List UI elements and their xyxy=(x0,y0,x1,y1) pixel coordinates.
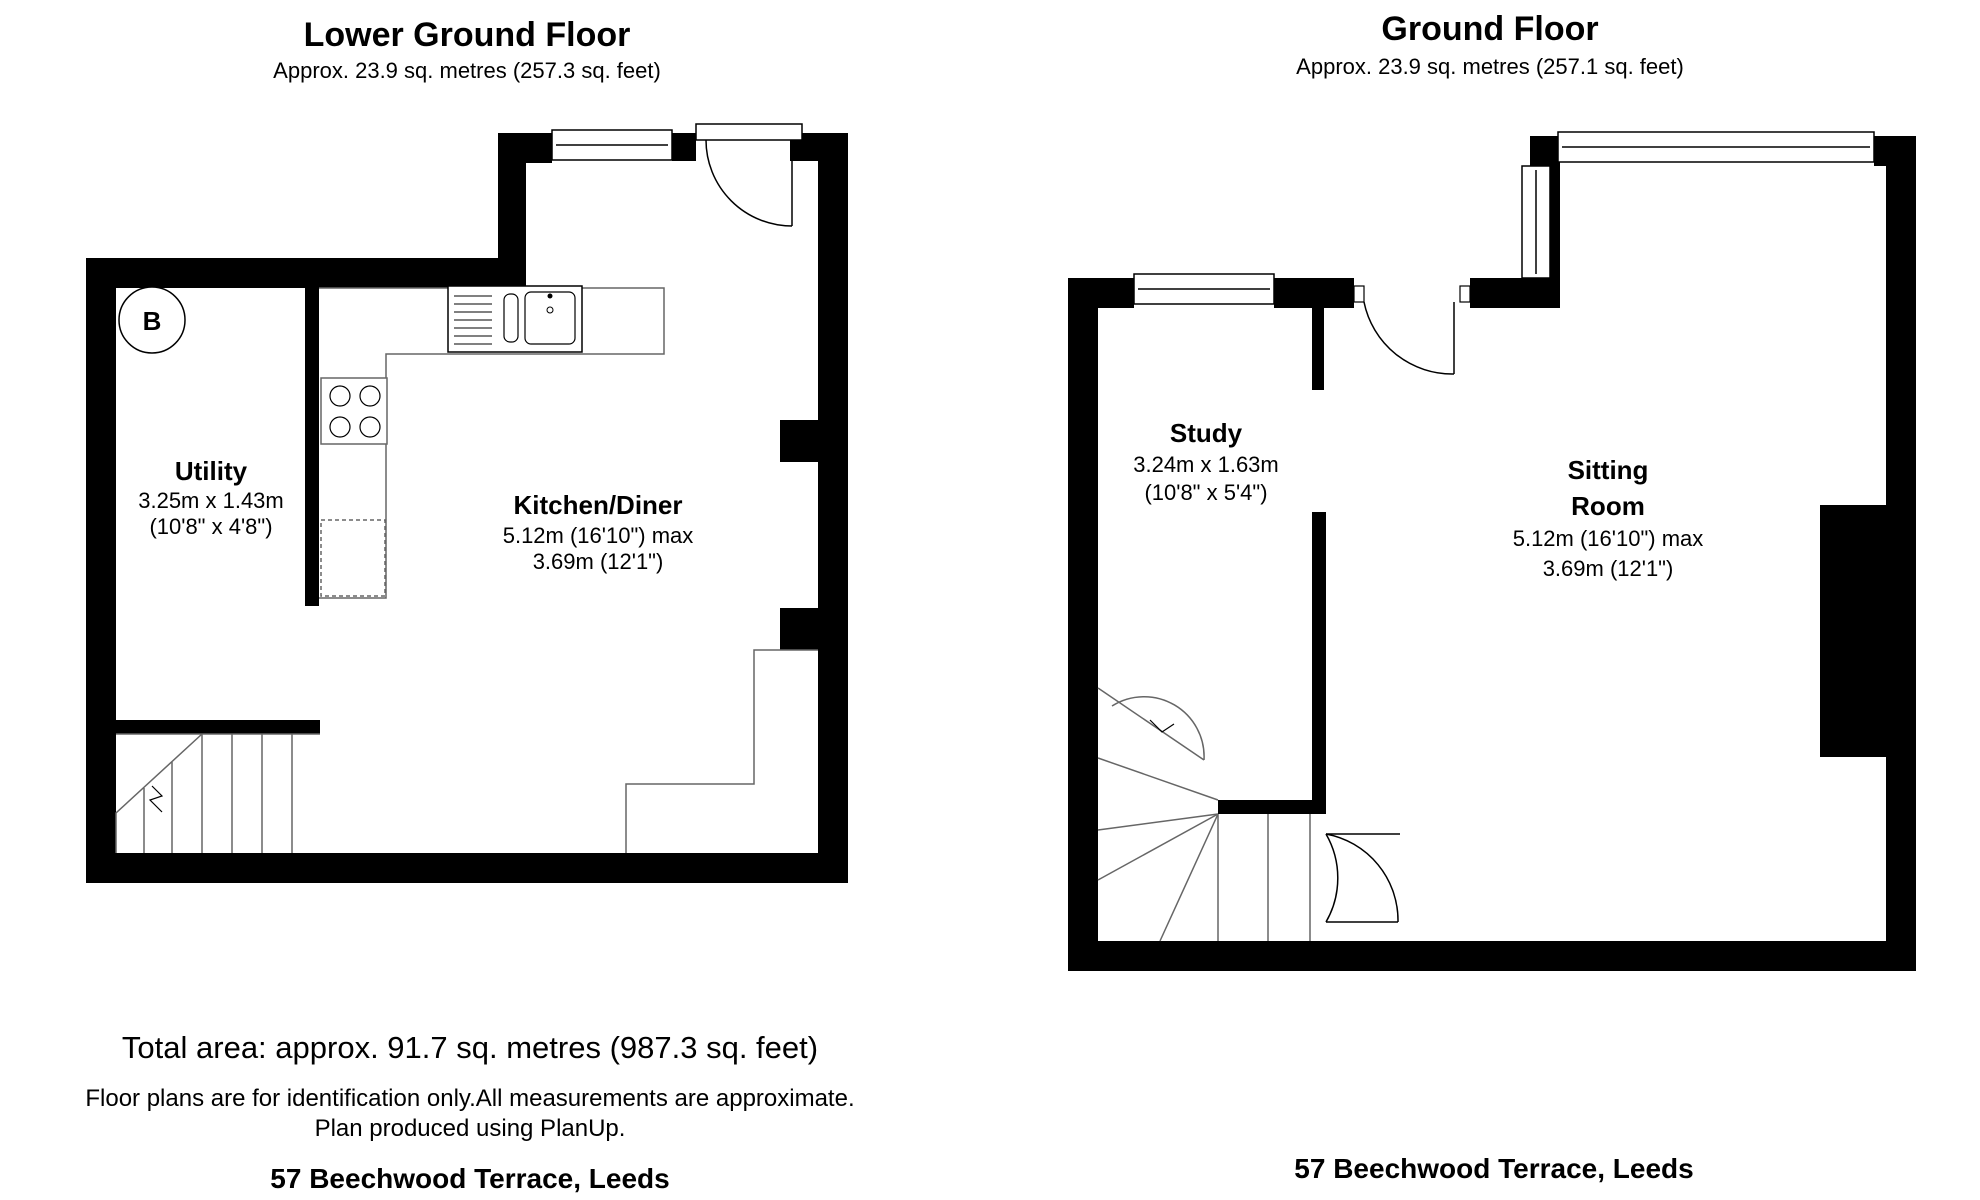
room-name: Kitchen/Diner xyxy=(513,490,682,520)
room-dimensions: 5.12m (16'10") max xyxy=(503,523,694,548)
credit: Plan produced using PlanUp. xyxy=(315,1115,626,1142)
kitchen-door-frame xyxy=(695,123,803,141)
room-dimensions: 5.12m (16'10") max xyxy=(1513,526,1704,551)
kitchen-worktop xyxy=(319,285,665,599)
boiler-symbol: B xyxy=(118,286,186,354)
ground-floor-title: Ground Floor xyxy=(1381,10,1598,48)
lower-ground-area: Approx. 23.9 sq. metres (257.3 sq. feet) xyxy=(273,58,661,83)
back-door xyxy=(705,139,793,227)
lower-ground-walls xyxy=(86,133,848,883)
room-dimensions: 3.24m x 1.63m xyxy=(1133,452,1279,477)
room-name: Utility xyxy=(175,456,248,486)
room-name-line2: Room xyxy=(1571,491,1645,521)
ground-floor-walls xyxy=(1068,136,1916,971)
corner-units xyxy=(625,649,818,853)
address-right: 57 Beechwood Terrace, Leeds xyxy=(1294,1153,1693,1184)
footer: Total area: approx. 91.7 sq. metres (987… xyxy=(85,1030,1693,1194)
ground-floor-plan: Ground Floor Approx. 23.9 sq. metres (25… xyxy=(1068,10,1916,971)
room-label-kitchen-diner: Kitchen/Diner 5.12m (16'10") max 3.69m (… xyxy=(503,490,694,574)
disclaimer: Floor plans are for identification only.… xyxy=(85,1085,854,1112)
room-dimensions-imperial: (10'8" x 5'4") xyxy=(1144,480,1267,505)
lower-ground-title: Lower Ground Floor xyxy=(304,16,631,54)
room-name: Study xyxy=(1170,418,1243,448)
lower-ground-floor-plan: Lower Ground Floor Approx. 23.9 sq. metr… xyxy=(86,16,848,883)
room-name-line1: Sitting xyxy=(1568,455,1649,485)
room-dimensions-imperial: 3.69m (12'1") xyxy=(533,549,664,574)
room-label-study: Study 3.24m x 1.63m (10'8" x 5'4") xyxy=(1133,418,1279,505)
front-door xyxy=(1353,285,1471,375)
stair-door xyxy=(1325,833,1400,923)
room-dimensions-imperial: (10'8" x 4'8") xyxy=(149,514,272,539)
address-left: 57 Beechwood Terrace, Leeds xyxy=(270,1163,669,1194)
boiler-label: B xyxy=(143,306,162,336)
lower-ground-stairs xyxy=(115,733,320,853)
ground-floor-area: Approx. 23.9 sq. metres (257.1 sq. feet) xyxy=(1296,54,1684,79)
room-dimensions-imperial: 3.69m (12'1") xyxy=(1543,556,1674,581)
appliance-space xyxy=(320,519,386,597)
hob xyxy=(320,377,388,445)
total-area: Total area: approx. 91.7 sq. metres (987… xyxy=(122,1030,818,1065)
ground-floor-stairs xyxy=(1097,687,1311,942)
room-label-sitting-room: Sitting Room 5.12m (16'10") max 3.69m (1… xyxy=(1513,455,1704,581)
room-label-utility: Utility 3.25m x 1.43m (10'8" x 4'8") xyxy=(138,456,284,539)
room-dimensions: 3.25m x 1.43m xyxy=(138,488,284,513)
